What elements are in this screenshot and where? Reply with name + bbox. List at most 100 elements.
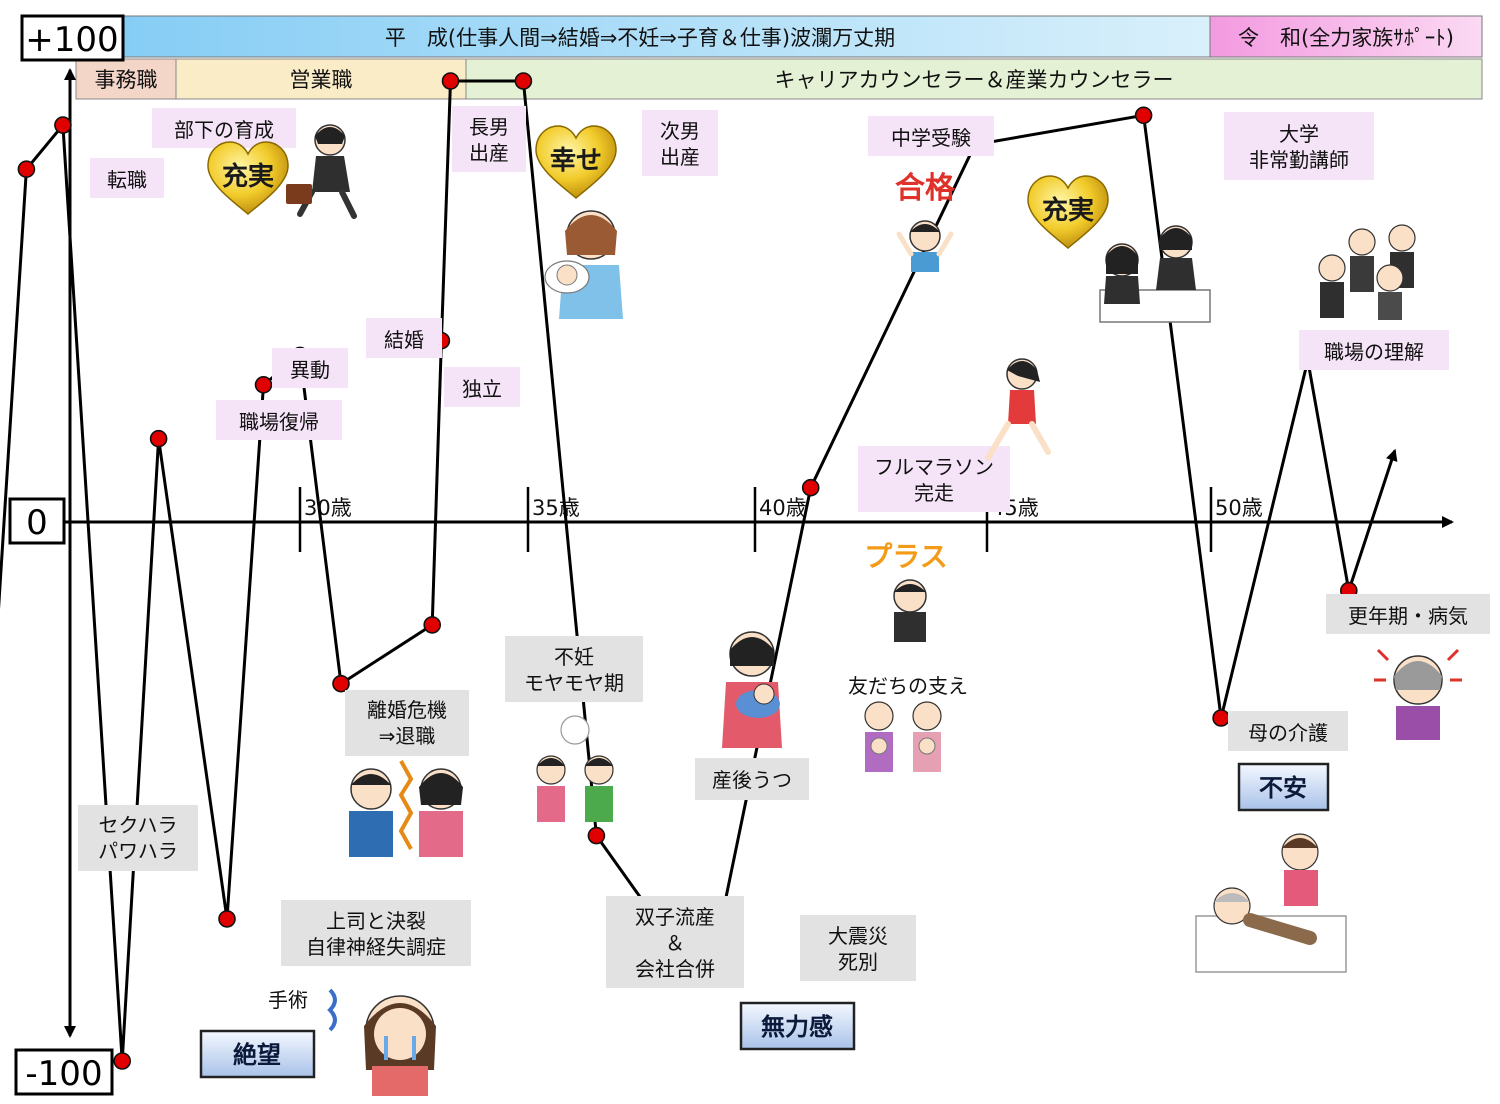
emotion-labels: 絶望 無力感 不安 [199, 762, 1330, 1079]
event-label: セクハラパワハラ [98, 813, 178, 863]
y-top-label-box [20, 14, 125, 62]
event-label-bg [695, 758, 809, 800]
life-line-point [1212, 709, 1230, 727]
heart-label: 充実 [1042, 195, 1094, 226]
life-line-point [332, 674, 350, 693]
y-bottom-label-box [14, 1048, 114, 1096]
event-label-bg [272, 348, 348, 388]
event-label-bg [345, 690, 469, 756]
event-label: 中学受験 [891, 126, 971, 150]
life-line-point [441, 72, 460, 90]
event-label: 更年期・病気 [1348, 604, 1468, 628]
emotion-label: 無力感 [761, 1013, 833, 1041]
life-line-trend-arrow [1347, 448, 1398, 592]
event-label: 大学非常勤講師 [1249, 122, 1349, 172]
event-label: 上司と決裂自律神経失調症 [306, 909, 446, 959]
event-label: 次男出産 [660, 119, 700, 169]
life-line-point [218, 910, 236, 928]
era-band-reiwa [1209, 15, 1483, 58]
tired-mother-icon [722, 631, 782, 748]
tick-label-30: 30歳 [304, 496, 352, 520]
event-label-bg [505, 636, 643, 702]
friends-with-babies-icon [864, 701, 942, 772]
event-label: 結婚 [384, 328, 424, 352]
positive-boy-icon: プラス [864, 540, 948, 642]
y-top-label: +100 [25, 20, 118, 60]
tick-label-40: 40歳 [759, 496, 807, 520]
life-line-point [423, 616, 442, 634]
event-label-bg [868, 116, 994, 156]
heart-icon [535, 125, 617, 199]
plain-label-friends: 友だちの支え [848, 674, 968, 698]
job-band-counselor-label: キャリアカウンセラー＆産業カウンセラー [775, 68, 1174, 92]
tick-label-50: 50歳 [1215, 496, 1263, 520]
y-zero-label-box [8, 497, 66, 545]
heart-label: 充実 [222, 161, 274, 192]
mother-holding-baby-icon [544, 210, 623, 319]
life-line-point [149, 429, 168, 448]
life-line-point [17, 160, 36, 178]
event-label: 離婚危機⇒退職 [367, 698, 447, 748]
pass-word: 合格 [895, 171, 956, 206]
life-line-point [514, 72, 533, 90]
event-label-bg [90, 158, 164, 198]
event-label: 母の介護 [1248, 721, 1328, 745]
exam-pass-boy-icon: 合格 [895, 171, 956, 272]
event-label-bg [281, 900, 471, 966]
era-band-heisei-label: 平 成(仕事人間⇒結婚⇒不妊⇒子育＆仕事)波瀾万丈期 [385, 26, 895, 50]
event-label: 双子流産＆会社合併 [635, 905, 715, 981]
emotion-label: 絶望 [233, 1041, 281, 1069]
event-label: 異動 [290, 358, 330, 382]
job-band-sales-label: 営業職 [290, 68, 353, 92]
job-band-office [75, 58, 177, 100]
event-label: 職場復帰 [239, 410, 319, 434]
y-bottom-label: -100 [25, 1054, 102, 1094]
event-label-bg [366, 318, 442, 358]
event-label-bg [642, 110, 718, 176]
event-label: 大震災死別 [828, 924, 888, 974]
office-team-icon [1318, 224, 1416, 320]
businesswoman-running-icon [286, 124, 357, 219]
job-bands: 事務職 営業職 キャリアカウンセラー＆産業カウンセラー [75, 58, 1483, 100]
era-band-reiwa-label: 令 和(全力家族ｻﾎﾟｰﾄ) [1238, 26, 1454, 50]
emotion-label: 不安 [1259, 774, 1307, 802]
heart-labels: 充実 幸せ 充実 [207, 125, 1109, 249]
job-band-office-label: 事務職 [95, 68, 158, 92]
life-line-point [587, 826, 606, 845]
crying-woman-icon [327, 988, 436, 1096]
era-band-heisei [123, 15, 1211, 58]
sick-woman-icon [1374, 648, 1462, 740]
event-label-bg [800, 915, 916, 981]
plain-label-surgery: 手術 [268, 988, 308, 1012]
event-label: 産後うつ [712, 768, 792, 792]
era-bands: 平 成(仕事人間⇒結婚⇒不妊⇒子育＆仕事)波瀾万丈期 令 和(全力家族ｻﾎﾟｰﾄ… [123, 15, 1483, 58]
job-band-sales [175, 58, 467, 100]
event-labels: 転職 部下の育成 セクハラパワハラ 職場復帰 異動 結婚 独立 長男出産 次男出… [78, 106, 1490, 1012]
event-label-bg [78, 805, 198, 871]
heart-label: 幸せ [550, 146, 602, 176]
life-line-point [801, 478, 820, 497]
event-label-bg [606, 896, 744, 988]
event-label-bg [1299, 330, 1449, 370]
event-label: 職場の理解 [1324, 340, 1424, 364]
event-label: 長男出産 [469, 115, 509, 165]
life-line-point [113, 1052, 131, 1070]
illustrations: 合格 [286, 124, 1462, 1096]
worried-couple-icon [536, 715, 614, 822]
event-label-bg [216, 400, 342, 440]
life-line-point [1134, 106, 1153, 125]
marathon-runner-icon [985, 358, 1051, 461]
axes: +100 0 -100 30歳 35歳 40歳 45歳 50歳 [8, 14, 1454, 1096]
event-label-bg [152, 108, 296, 148]
job-band-counselor [465, 58, 1483, 100]
event-label: 独立 [462, 377, 502, 401]
life-line-point [254, 375, 273, 394]
arguing-couple-icon [349, 760, 463, 857]
y-zero-label: 0 [26, 503, 48, 543]
event-label-bg [1224, 112, 1374, 180]
plus-word: プラス [864, 540, 947, 573]
event-label: フルマラソン完走 [874, 455, 994, 505]
event-label-bg [1326, 594, 1490, 634]
event-label: 不妊モヤモヤ期 [524, 645, 624, 695]
